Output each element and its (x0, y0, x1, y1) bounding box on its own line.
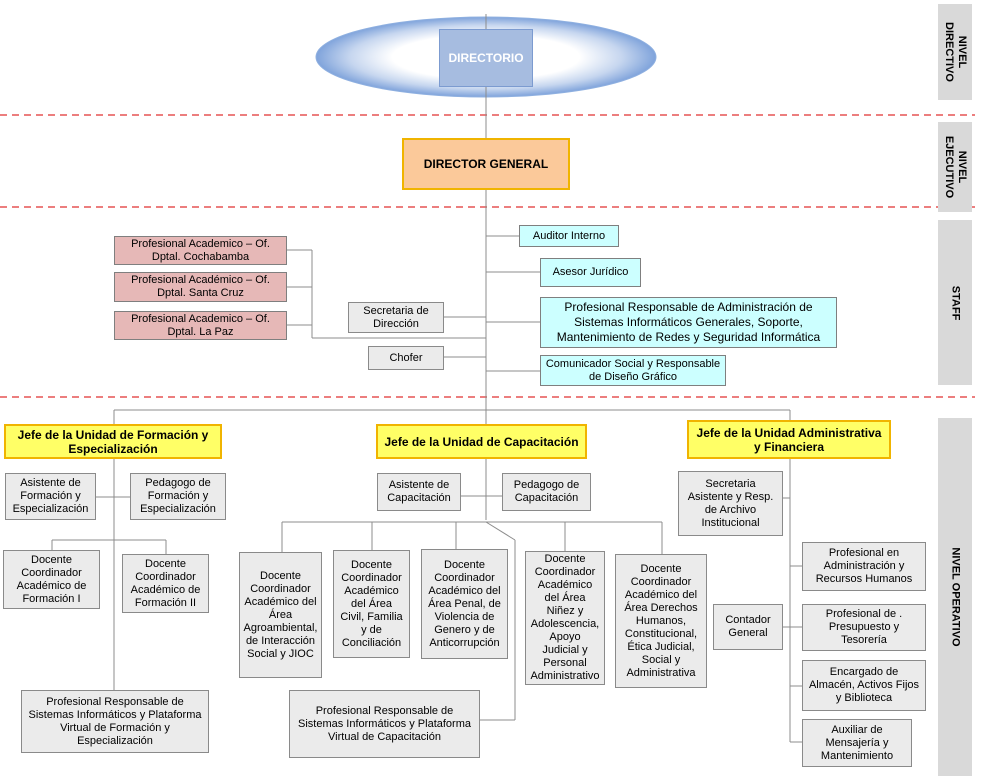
level-label-directivo: NIVEL DIRECTIVO (943, 22, 968, 82)
asesor-juridico-box: Asesor Jurídico (540, 258, 641, 287)
mensajeria-box: Auxiliar de Mensajería y Mantenimiento (802, 719, 912, 767)
level-band-staff: STAFF (938, 220, 972, 385)
jefe-administrativa-box: Jefe de la Unidad Administrativa y Finan… (687, 420, 891, 459)
sistemas-generales-box: Profesional Responsable de Administració… (540, 297, 837, 348)
docente-formacion-1-box: Docente Coordinador Académico de Formaci… (3, 550, 100, 609)
asistente-formacion-box: Asistente de Formación y Especialización (5, 473, 96, 520)
asistente-capacitacion-box: Asistente de Capacitación (377, 473, 461, 511)
docente-formacion-2-box: Docente Coordinador Académico de Formaci… (122, 554, 209, 613)
secretaria-direccion-box: Secretaria de Dirección (348, 302, 444, 333)
level-band-ejecutivo: NIVEL EJECUTIVO (938, 122, 972, 212)
docente-capacitacion-1-box: Docente Coordinador Académico del Área A… (239, 552, 322, 678)
level-label-ejecutivo: NIVEL EJECUTIVO (943, 135, 968, 199)
of-la-paz-box: Profesional Academico – Of. Dptal. La Pa… (114, 311, 287, 340)
level-band-directivo: NIVEL DIRECTIVO (938, 4, 972, 100)
of-cochabamba-box: Profesional Academico – Of. Dptal. Cocha… (114, 236, 287, 265)
contador-general-box: Contador General (713, 604, 783, 650)
presupuesto-tesoreria-box: Profesional de . Presupuesto y Tesorería (802, 604, 926, 651)
auditor-interno-box: Auditor Interno (519, 225, 619, 247)
sistemas-capacitacion-box: Profesional Responsable de Sistemas Info… (289, 690, 480, 758)
director-general-box: DIRECTOR GENERAL (402, 138, 570, 190)
docente-capacitacion-5-box: Docente Coordinador Académico del Área D… (615, 554, 707, 688)
directorio-box: DIRECTORIO (439, 29, 533, 87)
docente-capacitacion-3-box: Docente Coordinador Académico del Área P… (421, 549, 508, 659)
sistemas-formacion-box: Profesional Responsable de Sistemas Info… (21, 690, 209, 753)
pedagogo-formacion-box: Pedagogo de Formación y Especialización (130, 473, 226, 520)
docente-capacitacion-2-box: Docente Coordinador Académico del Área C… (333, 550, 410, 658)
level-label-staff: STAFF (949, 285, 962, 320)
chofer-box: Chofer (368, 346, 444, 370)
level-band-operativo: NIVEL OPERATIVO (938, 418, 972, 776)
level-label-operativo: NIVEL OPERATIVO (949, 547, 962, 647)
jefe-capacitacion-box: Jefe de la Unidad de Capacitación (376, 424, 587, 459)
of-santa-cruz-box: Profesional Académico – Of. Dptal. Santa… (114, 272, 287, 302)
almacen-box: Encargado de Almacén, Activos Fijos y Bi… (802, 660, 926, 711)
jefe-formacion-box: Jefe de la Unidad de Formación y Especia… (4, 424, 222, 459)
secretaria-administrativa-box: Secretaria Asistente y Resp. de Archivo … (678, 471, 783, 536)
rrhh-box: Profesional en Administración y Recursos… (802, 542, 926, 591)
comunicador-box: Comunicador Social y Responsable de Dise… (540, 355, 726, 386)
docente-capacitacion-4-box: Docente Coordinador Académico del Área N… (525, 551, 605, 685)
pedagogo-capacitacion-box: Pedagogo de Capacitación (502, 473, 591, 511)
